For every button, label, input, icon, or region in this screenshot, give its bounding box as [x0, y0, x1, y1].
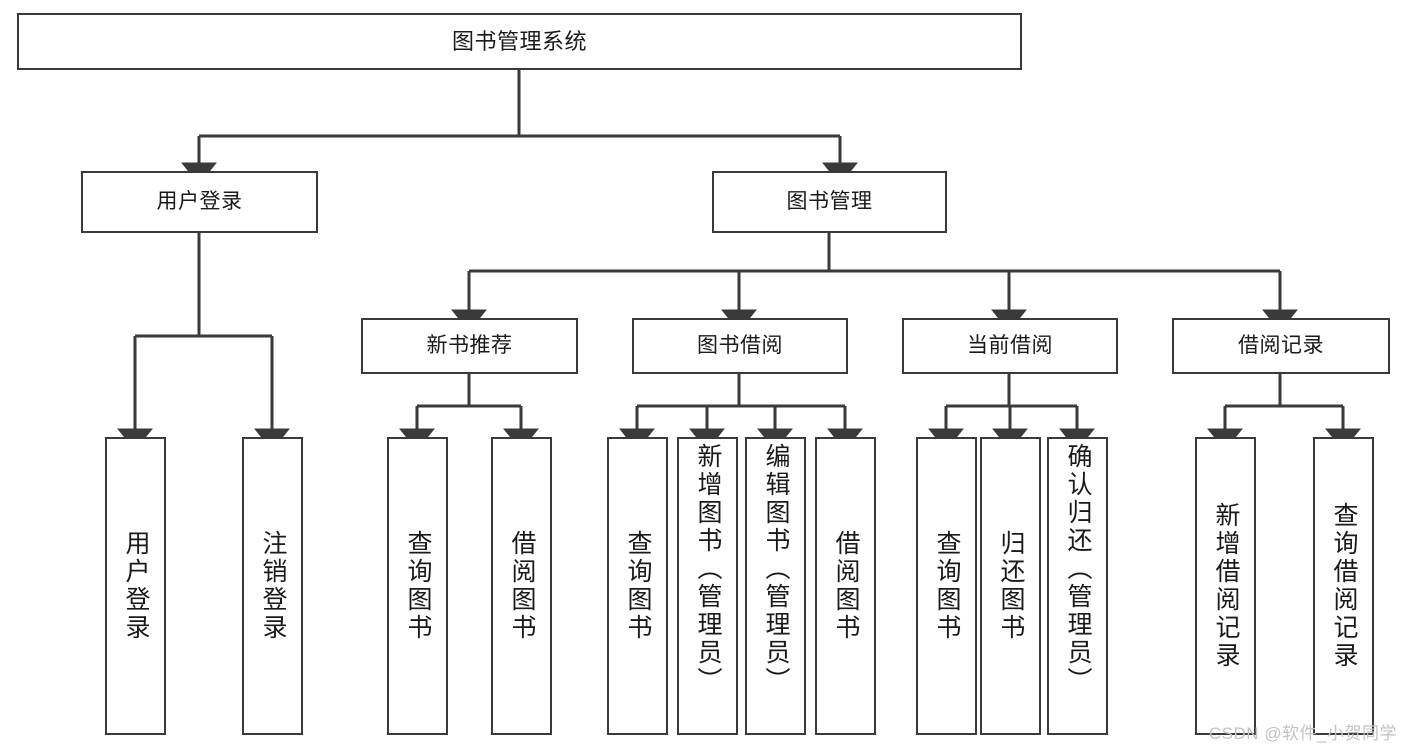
node-user-login[interactable]: 用户登录	[81, 171, 318, 233]
node-book-management[interactable]: 图书管理	[712, 171, 947, 233]
node-label: 查询图书	[404, 530, 432, 642]
node-label: 借阅记录	[1238, 333, 1324, 357]
leaf-borrow-book[interactable]: 借阅图书	[815, 437, 876, 735]
node-book-borrow[interactable]: 图书借阅	[632, 318, 848, 374]
node-label: 查询图书	[933, 530, 961, 642]
leaf-add-borrow-record[interactable]: 新增借阅记录	[1195, 437, 1256, 735]
node-current-borrow[interactable]: 当前借阅	[902, 318, 1118, 374]
leaf-query-book-recommend[interactable]: 查询图书	[387, 437, 448, 735]
leaf-borrow-book-recommend[interactable]: 借阅图书	[491, 437, 552, 735]
node-label: 查询借阅记录	[1330, 502, 1358, 670]
node-label: 新书推荐	[426, 333, 513, 357]
leaf-confirm-return-admin[interactable]: 确认归还（管理员）	[1047, 437, 1108, 735]
leaf-query-borrow-record[interactable]: 查询借阅记录	[1313, 437, 1374, 735]
leaf-edit-book-admin[interactable]: 编辑图书（管理员）	[745, 437, 806, 735]
node-borrow-records[interactable]: 借阅记录	[1172, 318, 1390, 374]
leaf-add-book-admin[interactable]: 新增图书（管理员）	[677, 437, 738, 735]
watermark-text: CSDN @软件_小贺同学	[1208, 724, 1397, 743]
node-label: 新增借阅记录	[1212, 502, 1240, 670]
node-label: 归还图书	[997, 530, 1025, 642]
node-label: 当前借阅	[967, 333, 1053, 357]
node-label: 编辑图书（管理员）	[762, 443, 790, 695]
node-label: 注销登录	[259, 530, 287, 642]
node-label: 新增图书（管理员）	[694, 443, 722, 695]
leaf-user-logout[interactable]: 注销登录	[242, 437, 303, 735]
node-label: 图书借阅	[697, 333, 783, 357]
node-label: 借阅图书	[508, 530, 536, 642]
node-label: 查询图书	[624, 530, 652, 642]
node-label: 用户登录	[122, 530, 150, 642]
node-label: 图书管理	[786, 189, 873, 213]
leaf-query-book-borrow[interactable]: 查询图书	[607, 437, 668, 735]
leaf-query-book-current[interactable]: 查询图书	[916, 437, 977, 735]
leaf-user-login[interactable]: 用户登录	[105, 437, 166, 735]
node-label: 图书管理系统	[451, 28, 587, 54]
node-root-system[interactable]: 图书管理系统	[17, 13, 1022, 70]
node-new-book-recommend[interactable]: 新书推荐	[361, 318, 578, 374]
node-label: 用户登录	[156, 189, 243, 213]
node-label: 确认归还（管理员）	[1064, 443, 1092, 695]
leaf-return-book[interactable]: 归还图书	[980, 437, 1041, 735]
node-label: 借阅图书	[832, 530, 860, 642]
